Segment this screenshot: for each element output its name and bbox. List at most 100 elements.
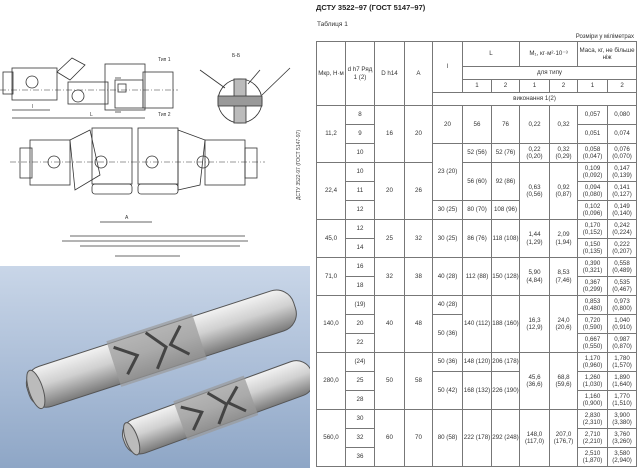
- table-cell: 11: [345, 181, 375, 201]
- table-cell: 150 (128): [490, 257, 521, 296]
- table-cell: 10: [345, 162, 375, 182]
- table-cell: 0,058 (0,047): [577, 143, 609, 163]
- table-cell: 1,770 (1,510): [607, 390, 637, 410]
- type2-label: Тип 2: [158, 112, 171, 118]
- table-cell: 30: [345, 409, 375, 429]
- table-cell: 25: [345, 371, 375, 391]
- table-cell: 3,580 (2,940): [607, 447, 637, 467]
- table-cell: 560,0: [316, 409, 346, 467]
- dimension-l-label: L: [90, 112, 93, 118]
- table-cell: 2,510 (1,870): [577, 447, 609, 467]
- table-cell: 80 (70): [462, 200, 492, 220]
- table-cell: 0,987 (0,870): [607, 333, 637, 353]
- table-cell: 18: [345, 276, 375, 296]
- units-note: Розміри у міліметрах: [575, 34, 634, 40]
- dimension-small-l-label: l: [32, 104, 33, 110]
- table-cell: 70: [404, 409, 433, 467]
- table-cell: 23 (20): [432, 143, 463, 201]
- table-cell: 22: [345, 333, 375, 353]
- table-cell: 92 (86): [490, 162, 521, 201]
- table-cell: 11,2: [316, 105, 346, 163]
- table-cell: 71,0: [316, 257, 346, 296]
- header-type-1: 1: [577, 79, 609, 93]
- table-cell: 26: [404, 162, 433, 220]
- section-label: Б-Б: [232, 53, 241, 59]
- table-cell: 2,09 (1,94): [549, 219, 579, 258]
- table-cell: 0,109 (0,092): [577, 162, 609, 182]
- coupling-render-1: [25, 289, 297, 410]
- 3d-render: [0, 266, 310, 468]
- table-cell: 30 (25): [432, 219, 463, 258]
- dimensions-table: Мкр, Н·м d h7 Ряд 1 (2) D h14 A l L M₁, …: [316, 41, 637, 467]
- coupling-render-2: [121, 360, 310, 456]
- figure-caption-lines: [62, 235, 248, 257]
- table-cell: 16: [345, 257, 375, 277]
- table-cell: 8,53 (7,46): [549, 257, 579, 296]
- table-cell: 222 (178): [462, 409, 492, 467]
- table-cell: 280,0: [316, 352, 346, 410]
- table-cell: 1,160 (0,900): [577, 390, 609, 410]
- header-type-1: 1: [462, 79, 492, 93]
- table-cell: 0,170 (0,152): [577, 219, 609, 239]
- table-cell: 12: [345, 200, 375, 220]
- table-caption: Таблиця 1: [317, 21, 348, 28]
- table-cell: 226 (190): [490, 371, 521, 410]
- header-torque: Мкр, Н·м: [316, 41, 346, 106]
- table-cell: 0,367 (0,299): [577, 276, 609, 296]
- coupling-type1-drawing: [0, 57, 178, 119]
- table-cell: 2,710 (2,210): [577, 428, 609, 448]
- table-cell: 56 (60): [462, 162, 492, 201]
- table-cell: 14: [345, 238, 375, 258]
- table-row: 11 0,094 (0,080)0,141 (0,127): [317, 181, 637, 201]
- table-cell: 0,720 (0,590): [577, 314, 609, 334]
- technical-drawing: Тип 1 Тип 2 Б-Б A L l: [0, 0, 310, 262]
- table-cell: 3,900 (3,380): [607, 409, 637, 429]
- table-cell: 108 (96): [490, 200, 521, 220]
- table-cell: 76: [490, 105, 521, 144]
- header-mass: Маса, кг, не більше ніж: [577, 41, 637, 67]
- table-cell: 30 (25): [432, 200, 463, 220]
- table-cell: 0,141 (0,127): [607, 181, 637, 201]
- table-cell: 40: [374, 295, 405, 353]
- table-cell: 25: [374, 219, 405, 258]
- table-cell: 52 (76): [490, 143, 521, 163]
- table-cell: 36: [345, 447, 375, 467]
- side-standard-text: ДСТУ 3522-97 (ГОСТ 5147-97): [296, 129, 302, 200]
- table-cell: 1,780 (1,570): [607, 352, 637, 372]
- table-cell: 0,535 (0,467): [607, 276, 637, 296]
- table-cell: 40 (28): [432, 295, 463, 315]
- table-cell: 9: [345, 124, 375, 144]
- table-cell: 48: [404, 295, 433, 353]
- table-cell: 50 (36): [432, 352, 463, 372]
- header-length: L: [461, 41, 521, 67]
- document-title: ДСТУ 3522–97 (ГОСТ 5147–97): [316, 3, 426, 12]
- table-cell: 0,147 (0,139): [607, 162, 637, 182]
- table-cell: 8: [345, 105, 375, 125]
- table-cell: 28: [345, 390, 375, 410]
- table-cell: 0,051: [577, 124, 609, 144]
- table-cell: 20: [345, 314, 375, 334]
- table-cell: 12: [345, 219, 375, 239]
- table-cell: 16: [374, 105, 405, 163]
- table-cell: 16,3 (12,9): [519, 295, 551, 353]
- dimension-a-label: A: [125, 215, 129, 221]
- table-cell: 0,076 (0,070): [607, 143, 637, 163]
- table-cell: 0,222 (0,207): [607, 238, 637, 258]
- table-cell: 148,0 (117,0): [519, 409, 551, 467]
- table-cell: 0,094 (0,080): [577, 181, 609, 201]
- header-l: l: [432, 41, 463, 93]
- header-a: A: [404, 41, 433, 106]
- table-cell: (19): [345, 295, 375, 315]
- table-cell: 0,32: [549, 105, 579, 144]
- table-cell: 22,4: [316, 162, 346, 220]
- table-cell: 292 (248): [490, 409, 521, 467]
- table-cell: 80 (58): [432, 409, 463, 467]
